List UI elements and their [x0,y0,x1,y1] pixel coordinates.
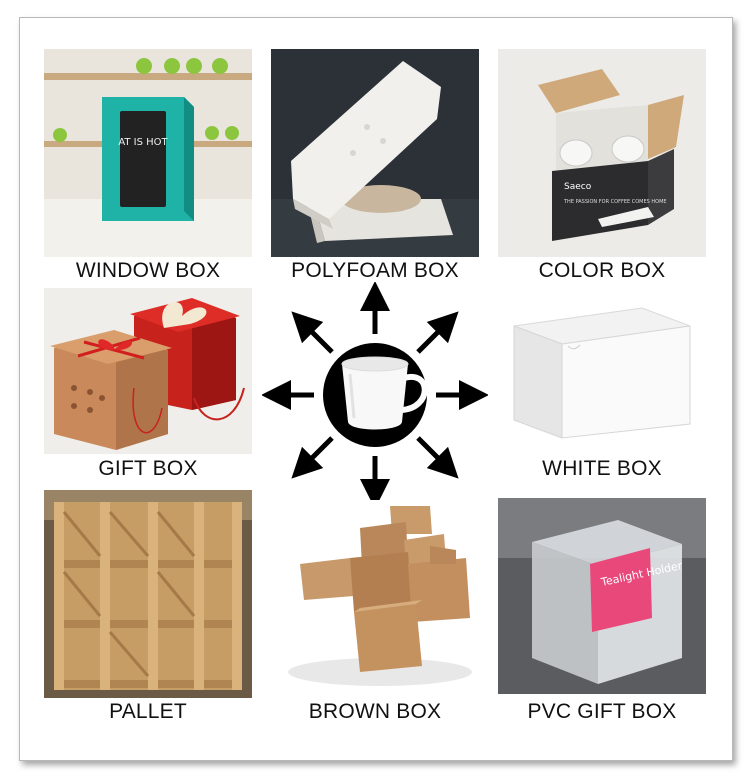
direction-arrows [262,282,488,508]
polyfoam-box-photo [271,49,479,257]
color-box-slogan: THE PASSION FOR COFFEE COMES HOME [563,199,667,205]
label-brown-box: BROWN BOX [308,700,442,723]
label-window-box: WINDOW BOX [75,259,221,282]
label-gift-box: GIFT BOX [98,457,198,480]
center-mug-diagram [262,282,488,508]
label-pallet: PALLET [109,700,187,723]
window-box-print: AT IS HOT [118,137,168,148]
color-box-brand: Saeco [564,182,592,192]
pvc-gift-box-photo: Tealight Holder [498,498,706,694]
label-color-box: COLOR BOX [538,259,666,282]
window-box-photo: AT IS HOT [44,49,252,257]
label-polyfoam-box: POLYFOAM BOX [291,259,459,282]
color-box-photo: Saeco THE PASSION FOR COFFEE COMES HOME [498,49,706,257]
label-pvc-gift-box: PVC GIFT BOX [527,700,677,723]
gift-box-photo [44,288,252,454]
mug-icon [341,356,428,430]
pallet-photo [44,490,252,698]
brown-box-photo [280,500,480,695]
white-box-photo [498,288,706,454]
label-white-box: WHITE BOX [542,457,662,480]
